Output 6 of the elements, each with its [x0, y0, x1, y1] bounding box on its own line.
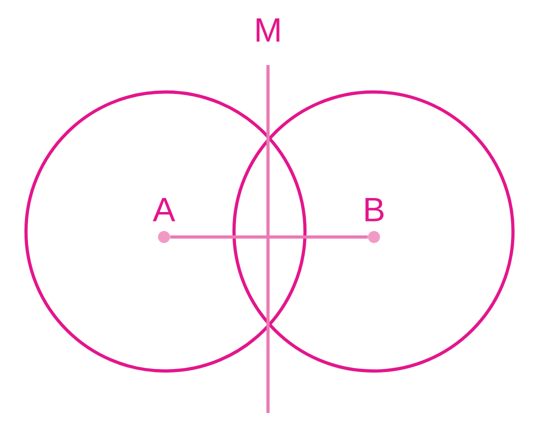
point: B — [366, 198, 384, 243]
line-label: M — [256, 18, 280, 42]
segment — [170, 235, 368, 239]
node-label: A — [152, 198, 176, 222]
node-label: B — [365, 198, 384, 222]
point: A — [152, 198, 176, 243]
